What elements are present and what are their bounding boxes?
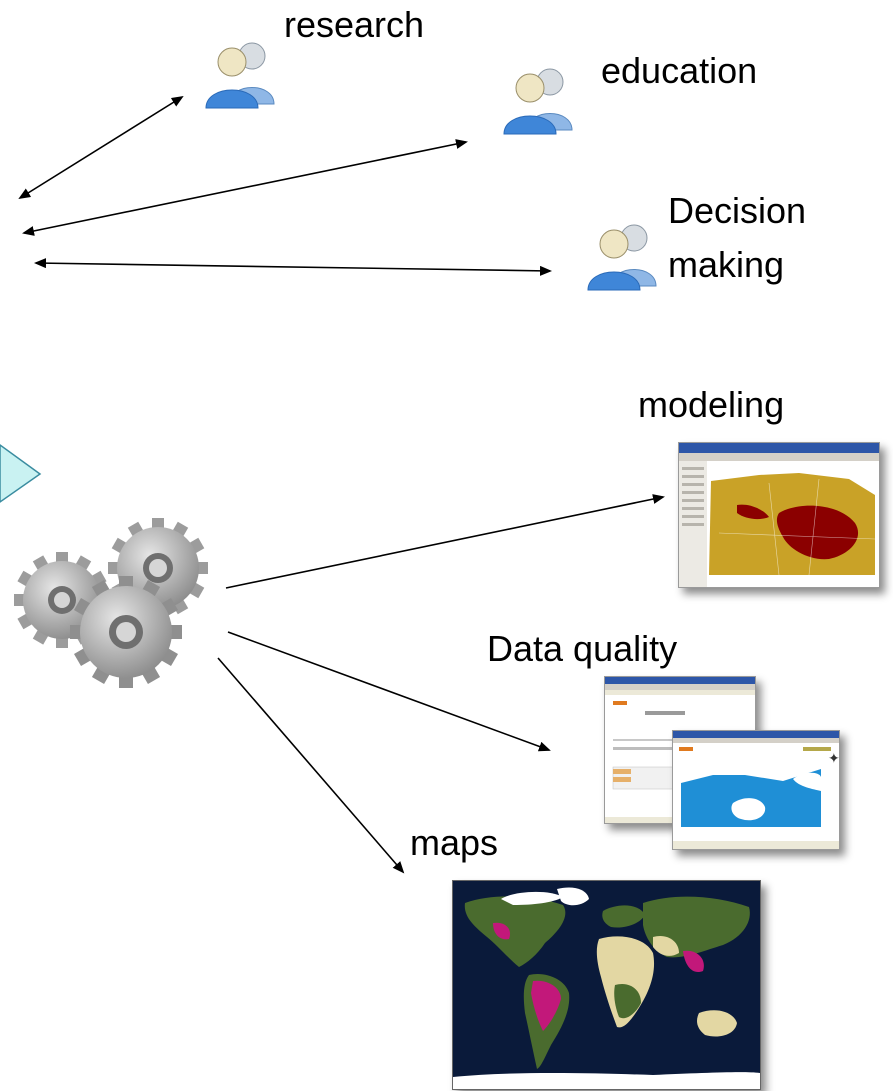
users-icon-education	[498, 62, 578, 142]
world-map-screenshot	[452, 880, 761, 1090]
arrow-education	[22, 139, 468, 236]
label-modeling: modeling	[638, 384, 785, 425]
modeling-screenshot	[678, 442, 880, 588]
arrow-data-quality	[227, 631, 551, 752]
label-education: education	[601, 50, 758, 91]
label-decision-line2: making	[668, 244, 785, 285]
arrow-maps	[217, 657, 405, 874]
svg-text:✦: ✦	[828, 751, 839, 767]
users-icon-decision-making	[582, 218, 662, 298]
arrow-modeling	[225, 494, 665, 589]
label-data-quality: Data quality	[487, 628, 678, 669]
label-research: research	[284, 4, 425, 45]
label-maps: maps	[410, 822, 499, 863]
partial-shape	[0, 444, 42, 503]
arrow-decision-making	[34, 258, 552, 276]
data-quality-screenshot-front: ✦	[672, 730, 840, 850]
label-decision-line1: Decision	[668, 190, 807, 231]
gears-icon	[10, 512, 224, 694]
users-icon-research	[200, 36, 280, 116]
arrow-research	[18, 95, 184, 200]
